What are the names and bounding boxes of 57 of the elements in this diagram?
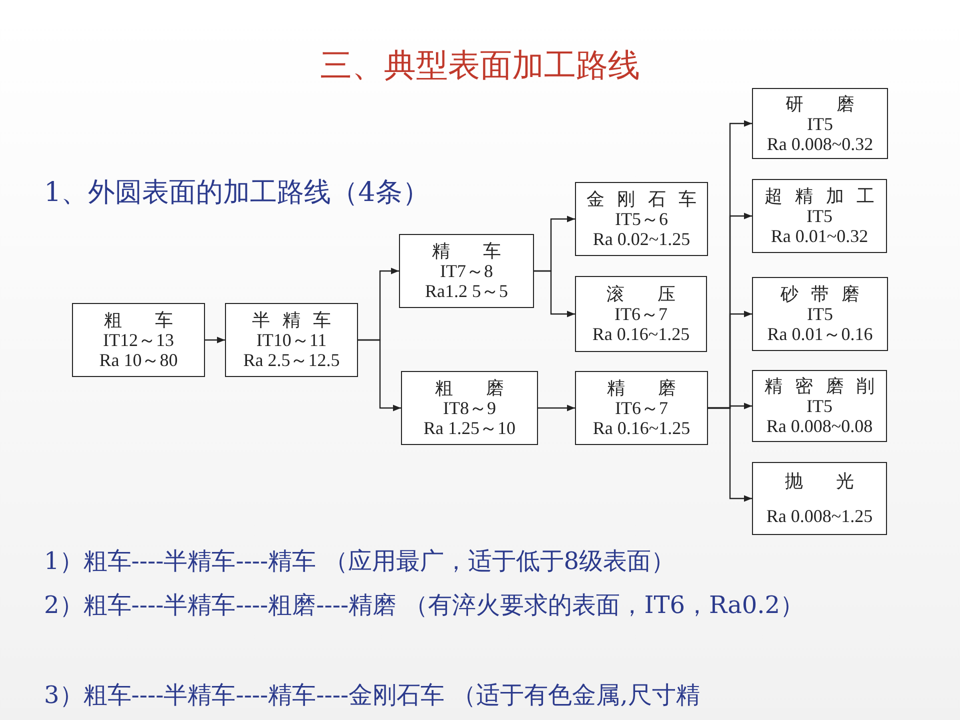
tolerance-text: IT6～7 [615,398,668,418]
process-box [752,462,887,535]
process-box [752,88,888,159]
process-box [752,277,888,351]
route-note: 2）粗车----半精车----粗磨----精磨 （有淬火要求的表面，IT6，Ra0.2） [44,590,804,621]
route-note: 1）粗车----半精车----精车 （应用最广，适于低于8级表面） [44,546,676,577]
tolerance-text: IT6～7 [614,304,668,324]
tolerance-text: IT10～11 [256,330,327,350]
process-name: 研 磨 [785,94,855,114]
process-box [72,303,205,377]
process-box [752,370,887,442]
process-name: 超 精 加 工 [764,186,874,206]
arrow [538,404,575,412]
process-name: 半 精 车 [252,310,332,330]
tolerance-text: IT5 [807,114,833,134]
process-box [575,276,707,352]
process-name: 粗 磨 [434,378,504,398]
process-name: 精 车 [432,241,502,261]
tolerance-text: Ra 0.008~0.32 [766,134,874,154]
process-name: 精 密 磨 削 [764,376,874,396]
arrow [358,339,401,412]
route-note: 3）粗车----半精车----精车----金刚石车 （适于有色金属,尺寸精 [44,680,700,711]
tolerance-text: IT7～8 [440,261,493,281]
tolerance-text: Ra 1.25～10 [424,418,516,438]
tolerance-text: IT5 [807,304,833,324]
process-box [575,182,708,256]
process-box [752,179,887,253]
tolerance-text: IT12～13 [103,330,174,350]
process-name: 金 刚 石 车 [586,189,696,209]
process-name: 滚 压 [606,284,676,304]
process-name: 精 磨 [606,378,676,398]
process-box [399,234,534,308]
arrow [534,270,575,318]
tolerance-text: Ra 0.16~1.25 [592,418,690,438]
process-box [225,303,358,377]
tolerance-text: Ra 0.01～0.16 [767,324,873,344]
tolerance-text: Ra 10～80 [99,350,178,370]
tolerance-text: Ra1.2 5～5 [425,281,508,301]
process-box [401,371,538,445]
process-box [575,371,708,445]
section-heading: 1、外圆表面的加工路线（4条） [44,176,430,210]
process-name: 砂 带 磨 [780,284,860,304]
tolerance-text: IT5 [806,206,832,226]
tolerance-text: Ra 0.01~0.32 [770,226,868,246]
tolerance-text: IT8～9 [443,398,496,418]
slide-title: 三、典型表面加工路线 [319,45,641,86]
tolerance-text: IT5 [806,396,832,416]
process-name: 粗 车 [104,310,174,330]
tolerance-text: Ra 0.16~1.25 [592,324,690,344]
tolerance-text: Ra 0.008~0.08 [766,416,873,436]
process-name: 抛 光 [784,470,854,491]
arrow [708,407,752,502]
tolerance-text: Ra 0.008~1.25 [766,506,873,526]
tolerance-text: Ra 2.5～12.5 [243,350,340,370]
tolerance-text: IT5～6 [615,209,668,229]
arrow [205,336,225,344]
tolerance-text: Ra 0.02~1.25 [592,229,690,249]
